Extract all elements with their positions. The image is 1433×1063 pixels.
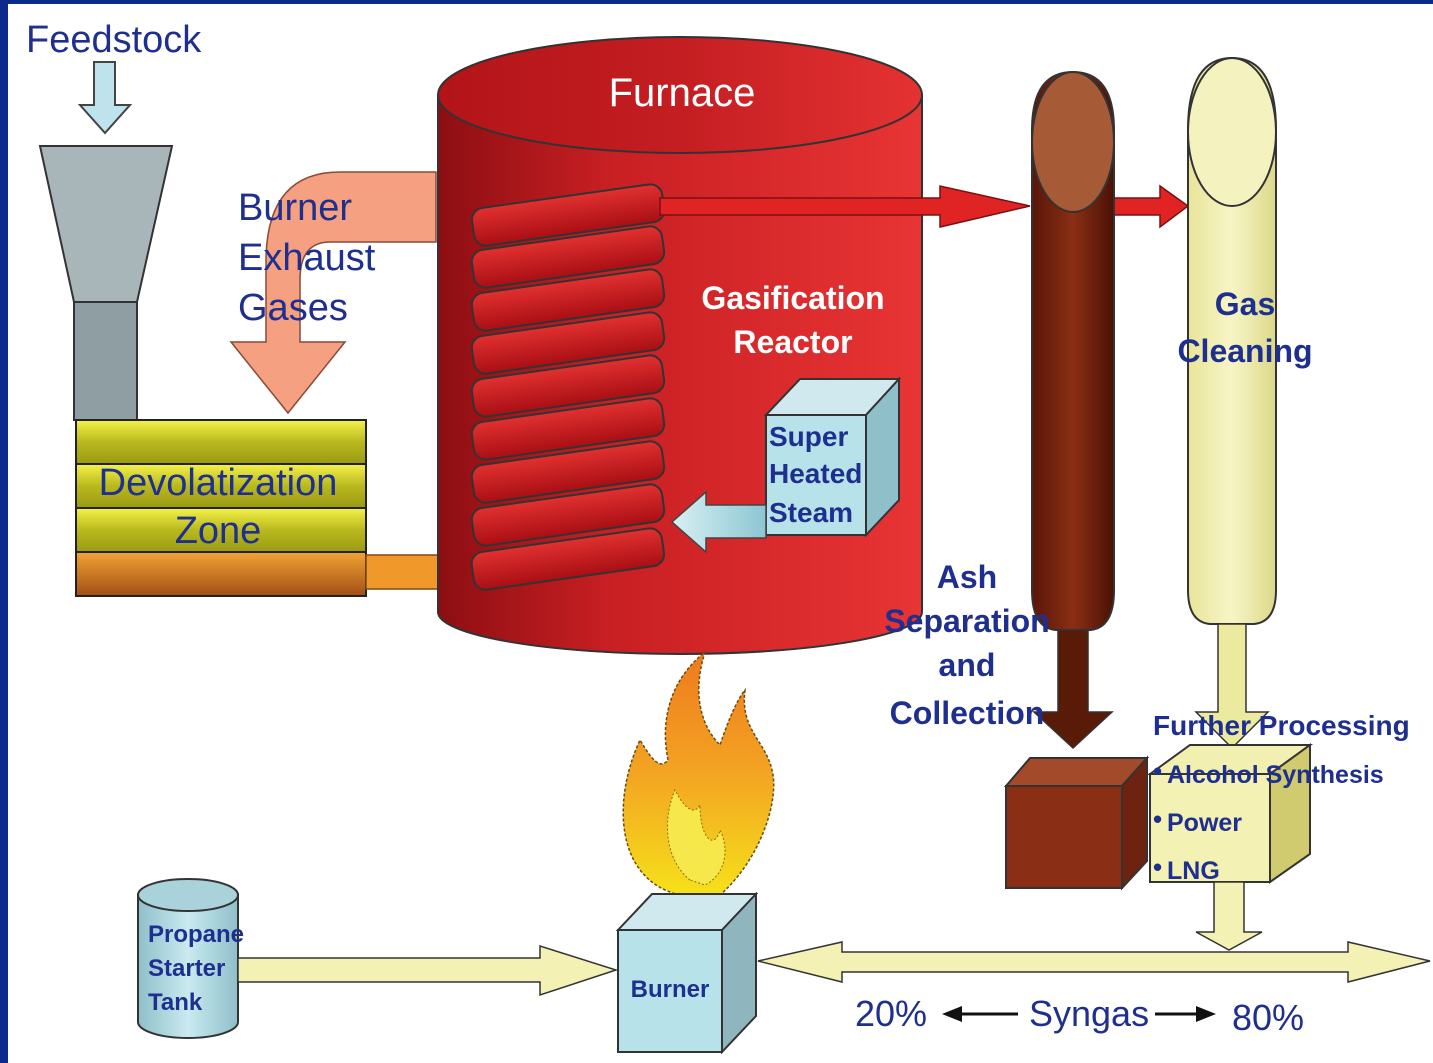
syngas-double-arrow — [757, 941, 1431, 983]
gas-cleaning-column — [1187, 56, 1277, 750]
further-processing-box — [1146, 743, 1314, 884]
steam-label-3: Steam — [769, 497, 853, 528]
flame-icon — [622, 649, 775, 896]
propane-label-2: Starter — [148, 955, 225, 982]
devolatization-zone — [75, 419, 367, 597]
gasification-label-2: Reactor — [733, 324, 852, 360]
burner-exhaust-arrow — [229, 171, 437, 415]
pct-right-label: 80% — [1232, 997, 1304, 1038]
reactor-output-arrow — [659, 185, 1031, 228]
fp-bullet-2: • — [1153, 804, 1162, 834]
burner-exhaust-label-1: Burner — [238, 187, 352, 229]
syngas-small-arrows — [942, 1006, 1216, 1022]
furnace-label: Furnace — [609, 71, 756, 115]
fp-bullet-1: • — [1153, 756, 1162, 786]
devolatization-label-2: Zone — [175, 510, 262, 552]
propane-to-burner-arrow — [237, 944, 619, 997]
devolatization-label-1: Devolatization — [99, 462, 338, 504]
steam-arrow — [670, 490, 767, 554]
feedstock-arrow — [77, 61, 133, 135]
gas-cleaning-label-1: Gas — [1215, 286, 1275, 322]
propane-label-3: Tank — [148, 989, 203, 1016]
ash-label-4: Collection — [890, 695, 1045, 731]
ash-label-3: and — [939, 647, 996, 683]
reactor-coils — [470, 183, 666, 591]
gasification-label-1: Gasification — [701, 280, 884, 316]
feedstock-hopper — [38, 145, 174, 421]
ash-collection-box — [1003, 755, 1150, 891]
steam-label-1: Super — [769, 421, 848, 452]
steam-label-2: Heated — [769, 458, 862, 489]
gas-cleaning-label-2: Cleaning — [1177, 333, 1312, 369]
burner-box — [615, 891, 759, 1055]
feedstock-label: Feedstock — [26, 19, 202, 61]
fp-item-alcohol: Alcohol Synthesis — [1167, 761, 1384, 789]
ash-label-1: Ash — [937, 559, 997, 595]
propane-label-1: Propane — [148, 921, 244, 948]
steam-cube — [763, 376, 902, 538]
ash-to-cleaning-arrow — [1109, 184, 1190, 229]
fp-item-power: Power — [1167, 809, 1242, 837]
gasification-diagram: Feedstock Furnace Burner Exhaust Gases D… — [8, 4, 1433, 1063]
syngas-label: Syngas — [1029, 993, 1149, 1034]
pct-left-label: 20% — [855, 993, 927, 1034]
ash-separation-column — [1031, 70, 1115, 750]
burner-exhaust-label-3: Gases — [238, 287, 348, 329]
propane-tank — [137, 878, 239, 1039]
process-diagram: Feedstock Furnace Burner Exhaust Gases D… — [26, 19, 1431, 1055]
ash-label-2: Separation — [884, 603, 1049, 639]
burner-label: Burner — [631, 976, 710, 1003]
further-processing-label: Further Processing — [1153, 710, 1410, 741]
fp-bullet-3: • — [1153, 852, 1162, 882]
processing-down-arrow — [1195, 881, 1263, 951]
fp-item-lng: LNG — [1167, 857, 1220, 885]
burner-exhaust-label-2: Exhaust — [238, 237, 376, 279]
